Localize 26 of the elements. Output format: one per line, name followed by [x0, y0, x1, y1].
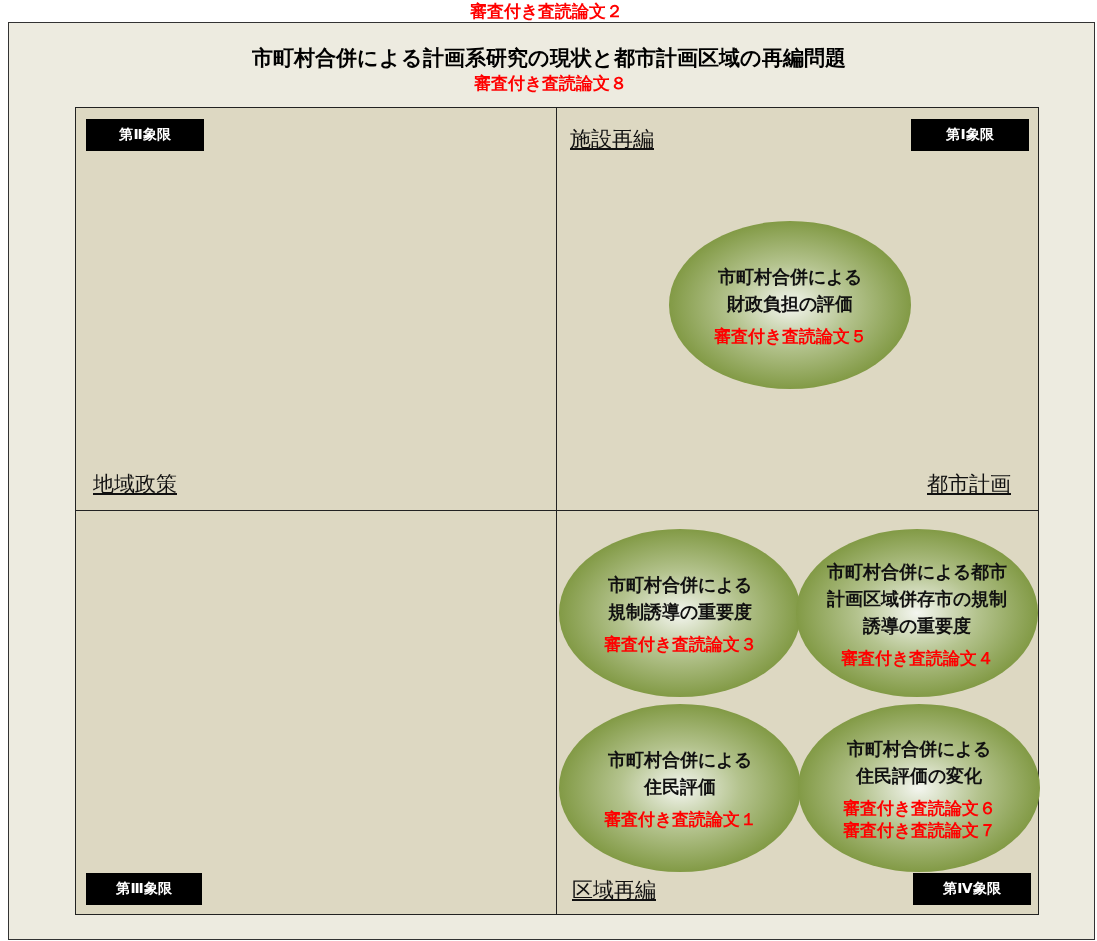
- quadrant-tag: 第Ⅳ象限: [913, 873, 1031, 905]
- node-text: 市町村合併による住民評価: [607, 748, 753, 799]
- paper-note: 審査付き査読論文２: [470, 0, 623, 23]
- node-text: 市町村合併による規制誘導の重要度: [607, 573, 753, 624]
- ellipse-node: [797, 703, 1041, 873]
- ellipse-node: [558, 703, 802, 873]
- quadrant-tag: 第Ⅱ象限: [86, 119, 204, 151]
- node-text: 市町村合併による財政負担の評価: [717, 265, 863, 316]
- ellipse-node: [668, 220, 912, 390]
- axis-label: 都市計画: [927, 471, 1011, 498]
- paper-note: 審査付き査読論文７: [842, 819, 996, 841]
- quadrant-tag: 第Ⅲ象限: [86, 873, 202, 905]
- axis-label: 地域政策: [93, 471, 177, 498]
- paper-note: 審査付き査読論文４: [840, 646, 994, 669]
- node-text: 市町村合併による都市計画区域併存市の規制誘導の重要度: [826, 559, 1008, 638]
- paper-note: 審査付き査読論文５: [713, 325, 867, 347]
- axis-label: 区域再編: [572, 877, 656, 904]
- paper-note: 審査付き査読論文３: [603, 633, 757, 655]
- ellipse-node: [795, 528, 1039, 698]
- diagram-title: 市町村合併による計画系研究の現状と都市計画区域の再編問題: [250, 45, 847, 72]
- quadrant-tag: 第Ⅰ象限: [911, 119, 1029, 151]
- node-text: 市町村合併による住民評価の変化: [846, 737, 992, 788]
- paper-note: 審査付き査読論文８: [474, 72, 627, 95]
- paper-note: 審査付き査読論文１: [603, 808, 757, 830]
- paper-note: 審査付き査読論文６: [842, 797, 996, 819]
- axis-label: 施設再編: [570, 126, 654, 153]
